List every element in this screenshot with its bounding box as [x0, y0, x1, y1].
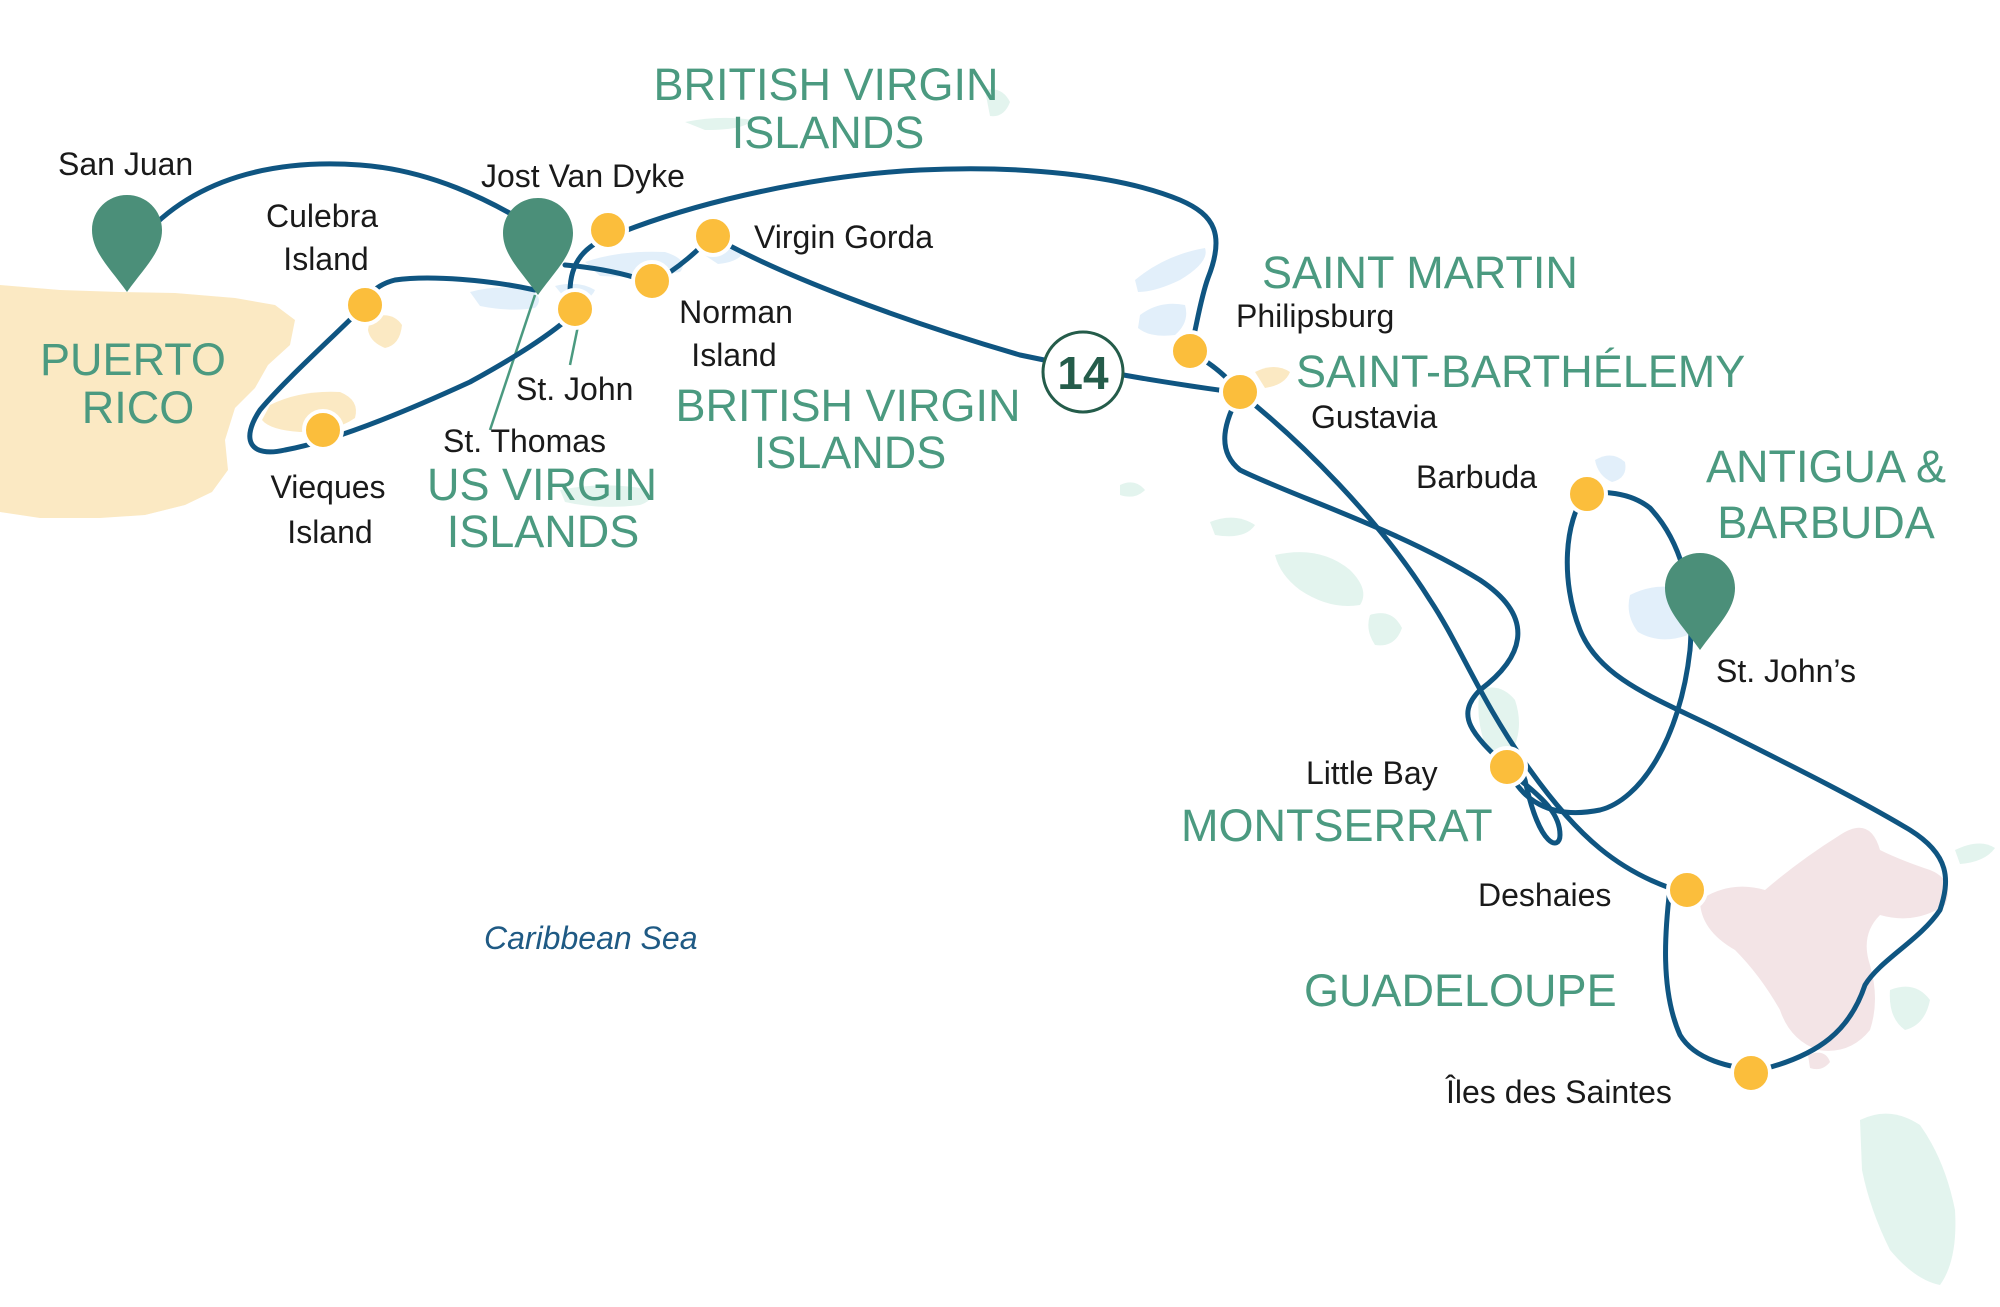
pin-st-thomas-icon[interactable]	[503, 198, 573, 295]
country-guadeloupe: GUADELOUPE	[1304, 965, 1617, 1016]
route-deshaies-to-saintes	[1663, 885, 1763, 1073]
cruise-route	[137, 161, 1948, 1073]
country-puerto-rico-line1: PUERTO	[40, 334, 226, 385]
label-culebra-line2: Island	[283, 241, 368, 277]
land-st-thomas	[470, 287, 539, 310]
country-puerto-rico-line2: RICO	[82, 382, 195, 433]
port-dot-st-john[interactable]	[554, 288, 596, 330]
port-dot-virgin-gorda[interactable]	[692, 215, 734, 257]
land-barbuda	[1595, 455, 1626, 482]
label-philipsburg: Philipsburg	[1236, 298, 1394, 334]
land-guadeloupe	[1700, 827, 1948, 1051]
land-statia	[1210, 517, 1255, 537]
country-bvi-bottom-line1: BRITISH VIRGIN	[675, 380, 1020, 431]
port-dots	[302, 209, 1772, 1094]
route-barbuda-loop	[1564, 490, 1948, 1073]
port-dot-norman-island[interactable]	[631, 260, 673, 302]
route-culebra-vieques-loop	[247, 275, 581, 455]
land-st-croix	[560, 485, 650, 507]
leader-lines	[488, 294, 580, 431]
pin-san-juan-icon[interactable]	[92, 195, 162, 292]
label-culebra-line1: Culebra	[266, 198, 378, 234]
port-dot-jost-van-dyke[interactable]	[587, 209, 629, 251]
nights-badge: 14	[1041, 330, 1125, 414]
label-virgin-gorda: Virgin Gorda	[754, 219, 933, 255]
land-anguilla	[1135, 248, 1206, 292]
pins	[92, 195, 1735, 650]
country-usvi-line1: US VIRGIN	[427, 459, 657, 510]
label-st-thomas: St. Thomas	[443, 423, 606, 459]
label-barbuda: Barbuda	[1416, 459, 1537, 495]
nights-badge-text: 14	[1057, 347, 1109, 399]
port-dot-philipsburg[interactable]	[1169, 330, 1211, 372]
port-labels: San Juan Culebra Island Vieques Island J…	[58, 146, 1856, 1110]
port-dot-culebra[interactable]	[344, 284, 386, 326]
label-st-john: St. John	[516, 371, 633, 407]
country-bvi-top-line1: BRITISH VIRGIN	[653, 59, 998, 110]
country-usvi-line2: ISLANDS	[447, 506, 640, 557]
land-puerto-rico	[0, 285, 295, 518]
label-norman-line1: Norman	[679, 294, 793, 330]
route-little-bay-to-st-johns	[1504, 647, 1693, 816]
land-st-kitts	[1275, 552, 1364, 606]
label-jost-van-dyke: Jost Van Dyke	[481, 158, 685, 194]
label-gustavia: Gustavia	[1311, 399, 1437, 435]
port-dot-little-bay[interactable]	[1486, 746, 1528, 788]
country-saint-barthelemy: SAINT-BARTHÉLEMY	[1296, 346, 1745, 397]
country-antigua-line2: BARBUDA	[1717, 497, 1935, 548]
port-dot-gustavia[interactable]	[1219, 371, 1261, 413]
nights-badge-circle	[1041, 330, 1125, 414]
land-saint-martin	[1138, 303, 1187, 336]
label-vieques-line2: Island	[287, 514, 372, 550]
land-saba	[1120, 482, 1145, 497]
country-saint-martin: SAINT MARTIN	[1262, 247, 1578, 298]
leader-st-thomas	[488, 294, 537, 431]
route-gustavia-to-deshaies	[1237, 390, 1673, 891]
land-marie-galante-east	[1889, 986, 1930, 1030]
land-islet-top	[985, 89, 1010, 117]
label-little-bay: Little Bay	[1306, 755, 1438, 791]
port-dot-vieques[interactable]	[302, 409, 344, 451]
country-labels: PUERTO RICO BRITISH VIRGIN ISLANDS BRITI…	[40, 59, 1946, 1016]
port-dot-iles-des-saintes[interactable]	[1730, 1052, 1772, 1094]
country-montserrat: MONTSERRAT	[1181, 800, 1493, 851]
country-bvi-top-line2: ISLANDS	[732, 107, 925, 158]
label-st-johns: St. John’s	[1716, 653, 1856, 689]
route-gustavia-south-loop-to-little-bay	[1222, 390, 1563, 846]
pin-st-johns-icon[interactable]	[1665, 553, 1735, 650]
leader-st-john	[568, 325, 580, 366]
land-saint-barthelemy	[1255, 367, 1290, 388]
route-virgin-gorda-to-gustavia	[709, 233, 1243, 396]
label-iles-des-saintes: Îles des Saintes	[1445, 1074, 1672, 1110]
land-la-desirade	[1955, 843, 1995, 864]
label-san-juan: San Juan	[58, 146, 193, 182]
land-marie-galante	[1808, 1052, 1830, 1070]
route-san-juan-to-st-thomas	[137, 161, 538, 243]
land-nevis	[1368, 613, 1402, 646]
label-norman-line2: Island	[691, 337, 776, 373]
land-layer	[0, 89, 1995, 1285]
land-dominica	[1860, 1113, 1956, 1285]
sea-label: Caribbean Sea	[484, 920, 697, 956]
country-antigua-line1: ANTIGUA &	[1706, 441, 1946, 492]
land-anegada	[685, 117, 752, 130]
port-dot-barbuda[interactable]	[1566, 473, 1608, 515]
country-bvi-bottom-line2: ISLANDS	[754, 427, 947, 478]
label-deshaies: Deshaies	[1478, 877, 1611, 913]
land-culebra	[368, 315, 402, 348]
port-dot-deshaies[interactable]	[1666, 869, 1708, 911]
label-vieques-line1: Vieques	[270, 469, 385, 505]
